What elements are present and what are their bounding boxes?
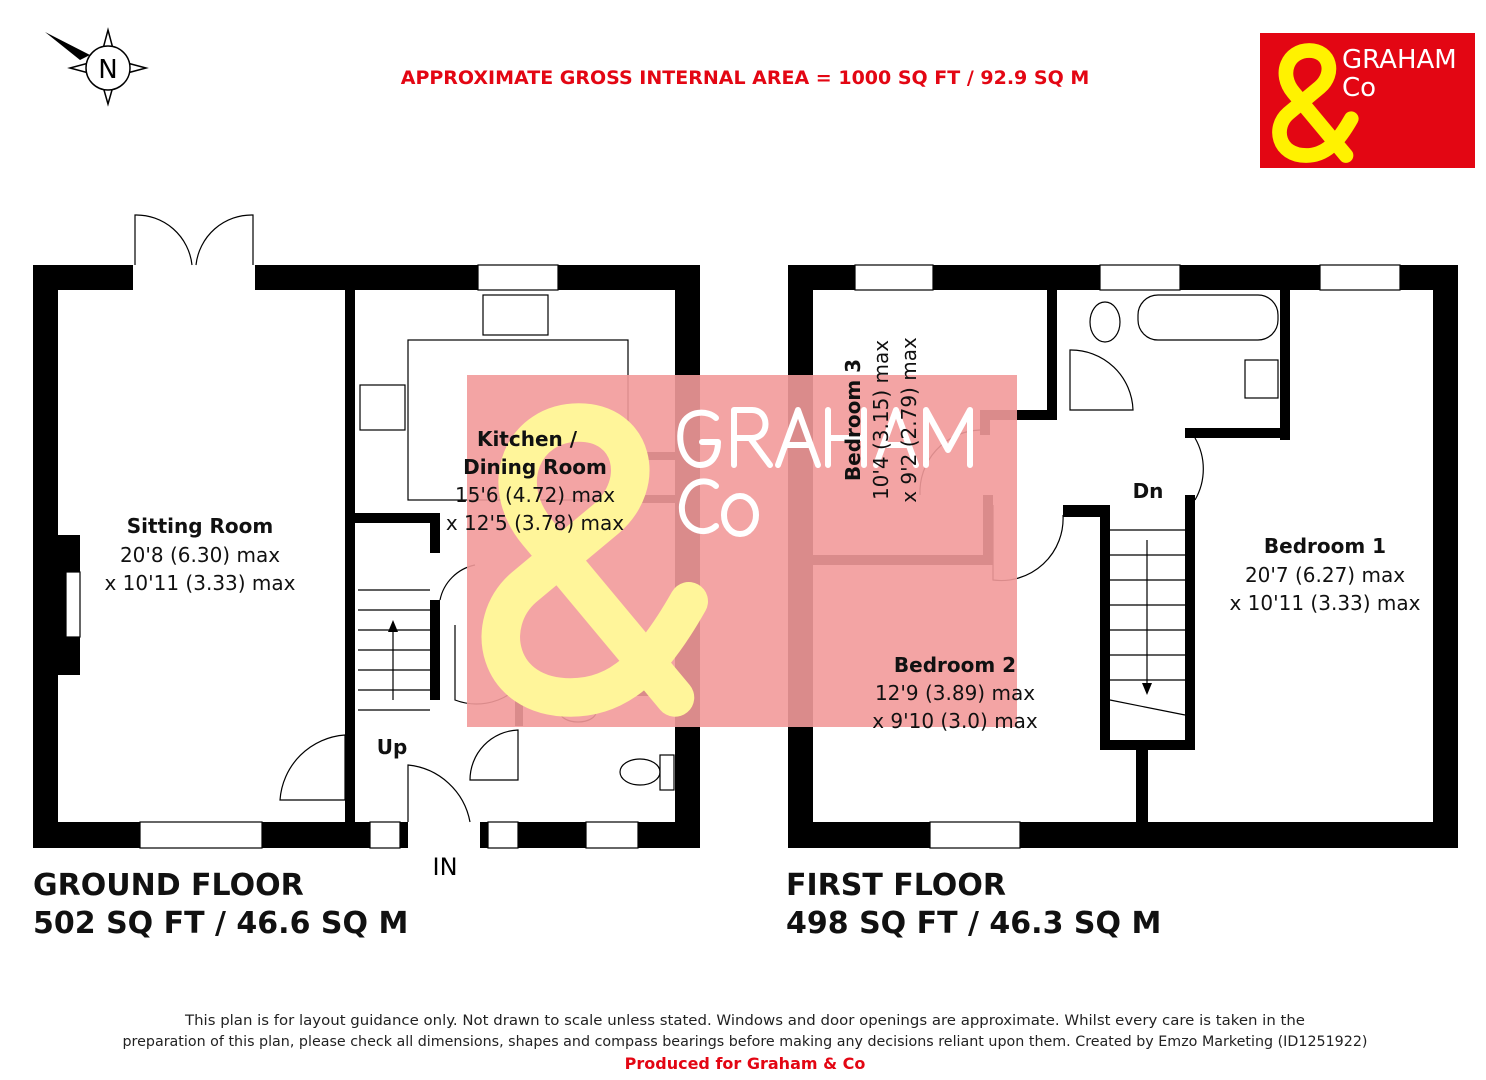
room-name: Bedroom 1	[1264, 534, 1386, 558]
room-bedroom-1: Bedroom 1 20'7 (6.27) max x 10'11 (3.33)…	[1229, 534, 1420, 615]
ground-floor-title: GROUND FLOOR	[33, 868, 304, 903]
watermark-ampersand-mark	[481, 403, 708, 717]
produced-for-text: Produced for Graham & Co	[625, 1054, 866, 1073]
room-kitchen-dining: Kitchen / Dining Room 15'6 (4.72) max x …	[446, 427, 624, 535]
room-dimension: x 12'5 (3.78) max	[446, 511, 624, 535]
compass-letter: N	[98, 55, 117, 85]
logo-text-co: Co	[1342, 73, 1376, 103]
room-name: Dining Room	[463, 455, 607, 479]
room-dimension: 10'4 (3.15) max	[869, 340, 893, 500]
first-floor-area: 498 SQ FT / 46.3 SQ M	[786, 906, 1161, 941]
room-bedroom-3: Bedroom 3 10'4 (3.15) max x 9'2 (2.79) m…	[841, 337, 921, 503]
stairs-up-label: Up	[377, 735, 408, 759]
room-name: Bedroom 3	[841, 359, 865, 481]
room-dimension: 15'6 (4.72) max	[455, 483, 615, 507]
room-dimension: 20'8 (6.30) max	[120, 543, 280, 567]
room-sitting-room: Sitting Room 20'8 (6.30) max x 10'11 (3.…	[104, 514, 295, 595]
graham-co-watermark	[467, 375, 1017, 727]
first-floor-plan	[788, 264, 1458, 849]
watermark-lettering-co	[678, 478, 759, 537]
graham-co-logo: GRAHAM Co	[1260, 33, 1475, 168]
logo-ampersand-mark	[1272, 43, 1359, 163]
entrance-label: IN	[432, 853, 457, 881]
room-dimension: 12'9 (3.89) max	[875, 681, 1035, 705]
stairs-down-label: Dn	[1133, 479, 1164, 503]
ground-floor-area: 502 SQ FT / 46.6 SQ M	[33, 906, 408, 941]
compass-icon: N	[45, 27, 149, 107]
room-name: Bedroom 2	[894, 653, 1016, 677]
disclaimer-line-1: This plan is for layout guidance only. N…	[184, 1013, 1305, 1029]
room-bedroom-2: Bedroom 2 12'9 (3.89) max x 9'10 (3.0) m…	[872, 653, 1038, 733]
room-dimension: x 9'10 (3.0) max	[872, 709, 1038, 733]
first-floor-title: FIRST FLOOR	[786, 868, 1006, 903]
logo-text-graham: GRAHAM	[1342, 45, 1457, 75]
gross-area-title: APPROXIMATE GROSS INTERNAL AREA = 1000 S…	[401, 67, 1090, 89]
room-name: Kitchen /	[477, 427, 578, 451]
room-name: Sitting Room	[127, 514, 273, 538]
disclaimer-line-2: preparation of this plan, please check a…	[123, 1034, 1368, 1050]
room-dimension: x 10'11 (3.33) max	[1229, 591, 1420, 615]
watermark-lettering-graham	[677, 407, 973, 468]
room-dimension: 20'7 (6.27) max	[1245, 563, 1405, 587]
room-dimension: x 10'11 (3.33) max	[104, 571, 295, 595]
room-dimension: x 9'2 (2.79) max	[897, 337, 921, 503]
